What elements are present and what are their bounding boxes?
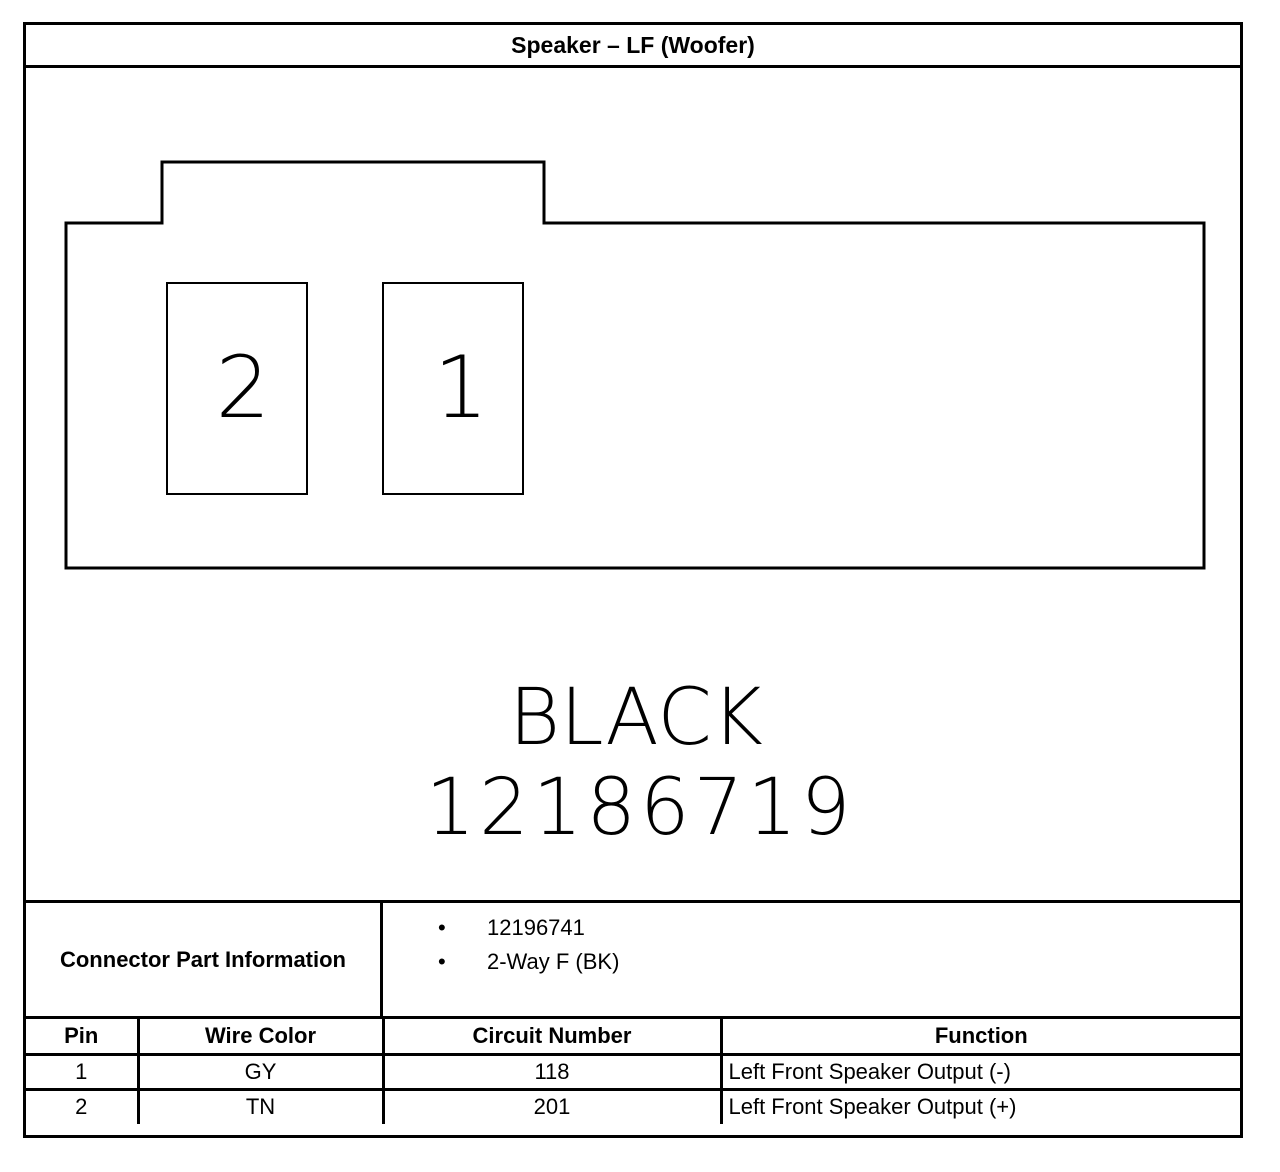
- cell-circuit-number: 201: [381, 1087, 723, 1124]
- pin-table: Pin Wire Color Circuit Number Function 1…: [26, 1019, 1240, 1124]
- header-wire-color: Wire Color: [136, 1019, 385, 1056]
- header-function: Function: [719, 1019, 1240, 1056]
- cell-circuit-number: 118: [381, 1052, 723, 1091]
- pin-label-2: 2: [216, 338, 271, 438]
- bullet-icon: •: [438, 949, 446, 974]
- cell-function: Left Front Speaker Output (-): [719, 1052, 1240, 1091]
- connector-color-label: BLACK: [509, 673, 763, 763]
- cell-function: Left Front Speaker Output (+): [719, 1087, 1240, 1124]
- list-item: • 2-Way F (BK): [383, 945, 1240, 979]
- pin-cavity-1: [382, 282, 524, 495]
- cell-pin: 1: [26, 1052, 140, 1091]
- connector-part-number: 12186719: [425, 763, 854, 853]
- header-pin: Pin: [26, 1019, 140, 1056]
- table-header-row: Pin Wire Color Circuit Number Function: [26, 1019, 1240, 1056]
- table-row: 1 GY 118 Left Front Speaker Output (-): [26, 1052, 1240, 1091]
- connector-diagram: 2 1 BLACK 12186719: [64, 160, 1206, 853]
- table-row: 2 TN 201 Left Front Speaker Output (+): [26, 1087, 1240, 1124]
- cell-wire-color: TN: [136, 1087, 385, 1124]
- connector-part-info-label: Connector Part Information: [26, 903, 383, 1016]
- list-item: • 12196741: [383, 911, 1240, 945]
- page-title: Speaker – LF (Woofer): [26, 25, 1240, 68]
- pin-label-1: 1: [434, 338, 489, 438]
- part-info-value: 12196741: [487, 915, 585, 940]
- connector-sheet: Speaker – LF (Woofer) 2 1 BLACK 12186719…: [23, 22, 1243, 1138]
- part-info-value: 2-Way F (BK): [487, 949, 620, 974]
- connector-outline: [64, 160, 1206, 570]
- bullet-icon: •: [438, 915, 446, 940]
- connector-part-info: Connector Part Information • 12196741 • …: [26, 900, 1240, 1019]
- pin-cavity-2: [166, 282, 308, 495]
- cell-pin: 2: [26, 1087, 140, 1124]
- header-circuit-number: Circuit Number: [381, 1019, 723, 1056]
- connector-part-info-list: • 12196741 • 2-Way F (BK): [383, 903, 1240, 1016]
- cell-wire-color: GY: [136, 1052, 385, 1091]
